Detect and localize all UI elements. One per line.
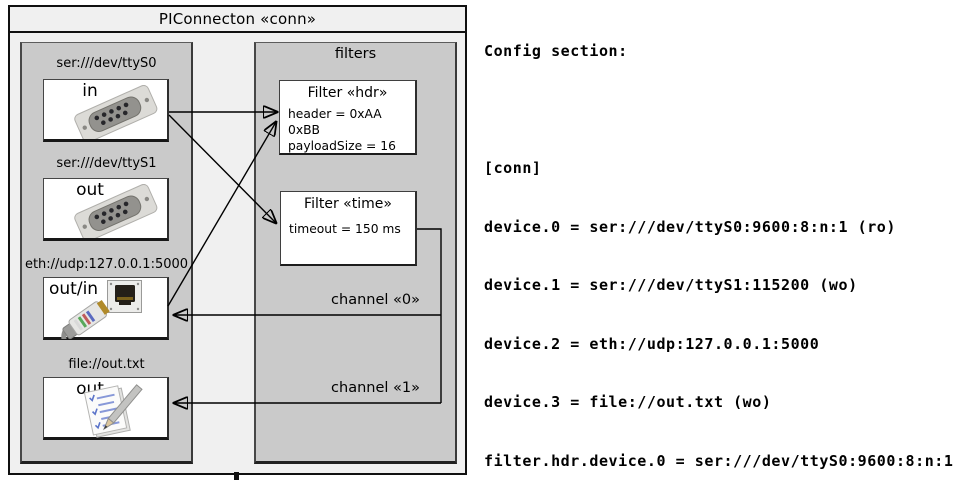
filter-time-prop-timeout: timeout = 150 ms	[289, 222, 401, 236]
filter-hdr-prop-payload: payloadSize = 16	[288, 139, 396, 153]
channel-0-label: channel «0»	[331, 292, 420, 308]
device-uri-ttys1: ser:///dev/ttyS1	[56, 156, 157, 171]
devices-panel: ser:///dev/ttyS0 in ser:///dev/ttyS1 out	[20, 42, 193, 464]
config-section: Config section: [conn] device.0 = ser://…	[484, 3, 963, 484]
filter-hdr-box: Filter «hdr» header = 0xAA 0xBB payloadS…	[279, 80, 417, 155]
device-box-eth: out/in	[43, 277, 169, 340]
device-uri-ttys0: ser:///dev/ttyS0	[56, 56, 157, 71]
filters-panel-title: filters	[334, 46, 377, 62]
device-uri-eth: eth://udp:127.0.0.1:5000	[24, 257, 189, 272]
piconnector-title: PIConnecton «conn»	[10, 7, 465, 33]
ethernet-connector-icon	[61, 299, 110, 339]
config-line: filter.hdr.device.0 = ser:///dev/ttyS0:9…	[484, 451, 954, 470]
filter-hdr-title: Filter «hdr»	[307, 85, 388, 101]
config-line: device.2 = eth://udp:127.0.0.1:5000	[484, 334, 820, 353]
device-uri-file: file://out.txt	[68, 357, 145, 372]
device-box-ttys0: in	[43, 79, 169, 142]
device-box-ttys1: out	[43, 178, 169, 241]
serial-connector-icon	[74, 184, 158, 238]
ethernet-jack-icon	[107, 280, 142, 313]
serial-connector-icon	[74, 85, 158, 139]
config-line: device.0 = ser:///dev/ttyS0:9600:8:n:1 (…	[484, 217, 896, 236]
device-mode-label: out/in	[49, 279, 99, 299]
piconnector-box: PIConnecton «conn» ser:///dev/ttyS0 in s…	[8, 5, 467, 480]
device-box-file: out	[43, 377, 169, 440]
config-line: device.3 = file://out.txt (wo)	[484, 393, 772, 411]
config-line: device.1 = ser:///dev/ttyS1:115200 (wo)	[484, 276, 858, 294]
channel-1-label: channel «1»	[331, 380, 420, 396]
filter-time-box: Filter «time» timeout = 150 ms	[280, 191, 417, 266]
config-heading: Config section:	[484, 42, 628, 60]
config-blank-line	[484, 101, 963, 121]
filter-time-title: Filter «time»	[304, 196, 392, 212]
device-mode-label: in	[82, 81, 98, 101]
filter-hdr-prop-header: header = 0xAA 0xBB	[288, 107, 382, 137]
config-line: [conn]	[484, 159, 542, 177]
filters-panel: filters Filter «hdr» header = 0xAA 0xBB …	[254, 42, 457, 464]
device-mode-label: out	[76, 180, 104, 200]
notepad-icon	[83, 384, 143, 438]
bottom-notch	[234, 472, 239, 480]
